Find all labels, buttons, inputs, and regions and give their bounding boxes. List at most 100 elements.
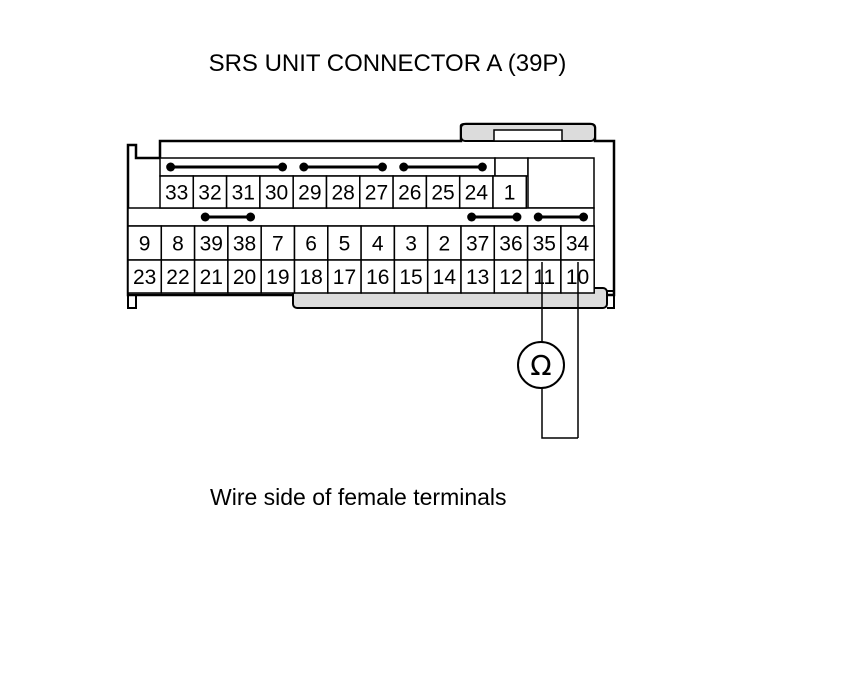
terminal-22: 22: [160, 259, 196, 294]
terminal-12: 12: [493, 259, 529, 294]
terminal-1: 1: [492, 175, 528, 209]
right-step: [607, 290, 615, 309]
terminal-number: 25: [431, 182, 454, 205]
terminal-21: 21: [193, 259, 229, 294]
left-latch: [127, 295, 137, 309]
shorting-bars: [166, 162, 589, 222]
terminal-5: 5: [327, 225, 362, 261]
terminal-cell: [259, 175, 294, 209]
terminal-28: 28: [325, 175, 361, 209]
terminal-16: 16: [360, 259, 396, 294]
shorting-bar-35-34: [533, 212, 589, 222]
terminal-cell: [227, 225, 262, 261]
ohmmeter-icon: [517, 341, 565, 389]
terminal-2: 2: [426, 225, 462, 261]
terminal-27: 27: [359, 175, 394, 209]
terminal-cell: [293, 225, 329, 261]
terminal-8: 8: [160, 225, 196, 261]
terminal-number: 33: [165, 182, 188, 205]
terminal-13: 13: [460, 259, 496, 294]
terminal-cell: [225, 175, 261, 209]
terminal-number: 1: [504, 182, 516, 205]
terminal-number: 14: [433, 266, 457, 289]
terminal-32: 32: [192, 175, 228, 209]
caption: Wire side of female terminals: [210, 484, 507, 510]
ohm-symbol: Ω: [530, 349, 551, 382]
terminal-number: 19: [266, 266, 289, 289]
terminal-23: 23: [127, 259, 163, 294]
terminal-cell: [526, 259, 562, 294]
terminal-cell: [193, 259, 229, 294]
terminal-number: 13: [466, 266, 489, 289]
terminal-number: 20: [233, 266, 256, 289]
terminal-number: 12: [499, 266, 522, 289]
connector-title: SRS UNIT CONNECTOR A (39P): [208, 50, 567, 77]
terminal-6: 6: [293, 225, 329, 261]
meter-lead-left: [541, 262, 578, 439]
terminal-cell: [426, 259, 462, 294]
terminal-38: 38: [227, 225, 262, 261]
terminal-number: 26: [398, 182, 421, 205]
terminal-number: 28: [331, 182, 354, 205]
terminal-cell: [159, 175, 195, 209]
terminal-11: 11: [526, 259, 562, 294]
terminal-cell: [127, 259, 163, 294]
terminal-35: 35: [526, 225, 562, 261]
terminal-number: 3: [405, 233, 417, 256]
terminal-number: 24: [465, 182, 489, 205]
terminal-cell: [492, 175, 528, 209]
terminal-15: 15: [393, 259, 429, 294]
terminal-18: 18: [293, 259, 329, 294]
terminal-number: 35: [533, 233, 556, 256]
terminal-cell: [425, 175, 461, 209]
terminal-26: 26: [392, 175, 428, 209]
terminal-cell: [293, 259, 329, 294]
terminal-cell: [493, 259, 529, 294]
terminal-9: 9: [127, 225, 163, 261]
terminal-number: 38: [233, 233, 256, 256]
terminal-number: 27: [365, 182, 388, 205]
terminal-number: 37: [466, 233, 489, 256]
terminal-33: 33: [159, 175, 195, 209]
terminal-34: 34: [560, 225, 595, 261]
terminal-number: 22: [166, 266, 189, 289]
lock-tab-window: [493, 129, 563, 142]
terminal-19: 19: [260, 259, 296, 294]
terminal-25: 25: [425, 175, 461, 209]
terminal-number: 7: [272, 233, 284, 256]
terminal-number: 39: [200, 233, 223, 256]
terminal-cell: [360, 259, 396, 294]
terminal-cell: [327, 259, 362, 294]
terminal-14: 14: [426, 259, 462, 294]
shorting-bar-29-27: [299, 162, 387, 172]
terminal-number: 32: [198, 182, 221, 205]
terminal-31: 31: [225, 175, 261, 209]
terminal-number: 15: [399, 266, 422, 289]
terminal-number: 34: [566, 233, 590, 256]
shorting-bar-33-30: [166, 162, 288, 172]
terminal-30: 30: [259, 175, 294, 209]
blank-cavity-block: [527, 157, 595, 209]
terminal-3: 3: [393, 225, 429, 261]
terminal-20: 20: [227, 259, 262, 294]
terminal-number: 36: [499, 233, 522, 256]
terminal-cell: [160, 259, 196, 294]
terminal-4: 4: [360, 225, 396, 261]
shorting-bar-37-36: [467, 212, 522, 222]
terminal-number: 8: [172, 233, 184, 256]
terminal-number: 4: [372, 233, 384, 256]
top-bar-strip-end: [494, 157, 529, 177]
terminal-number: 16: [366, 266, 389, 289]
terminal-number: 29: [298, 182, 321, 205]
terminal-37: 37: [460, 225, 496, 261]
terminal-24: 24: [458, 175, 494, 209]
terminal-number: 5: [339, 233, 351, 256]
middle-bar-strip: [127, 207, 595, 227]
terminal-number: 17: [333, 266, 356, 289]
terminal-17: 17: [327, 259, 362, 294]
terminal-7: 7: [260, 225, 296, 261]
terminal-cell: [127, 225, 163, 261]
terminal-number: 18: [299, 266, 322, 289]
